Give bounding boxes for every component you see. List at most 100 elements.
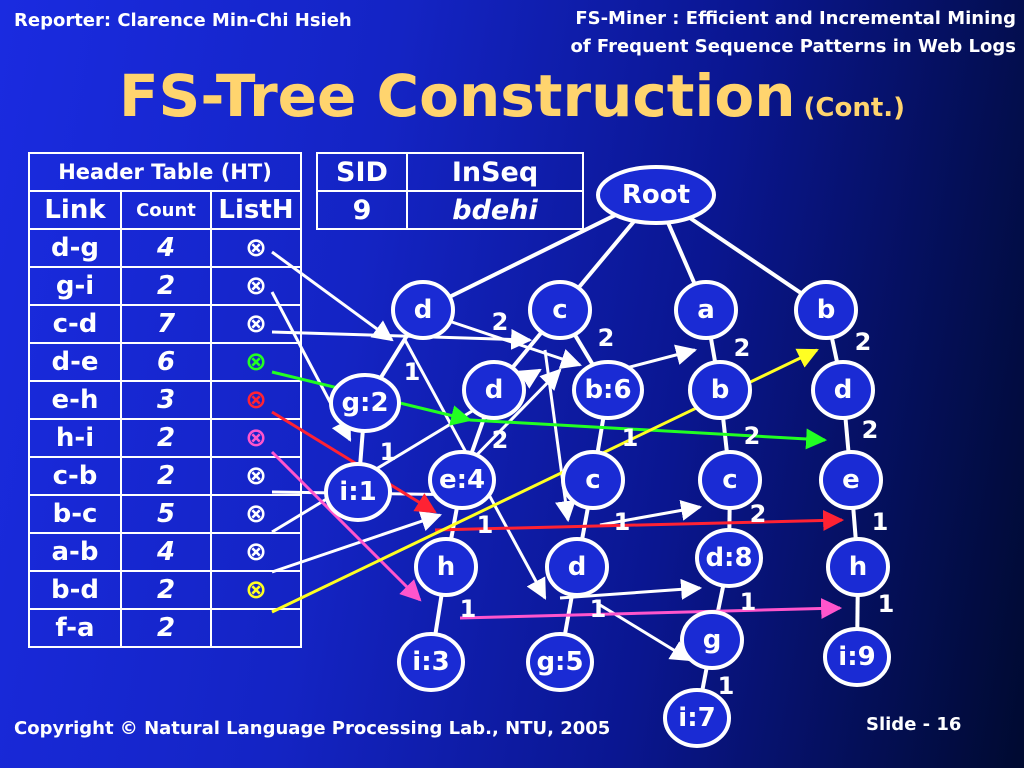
node-label: c [552,295,567,325]
header-table-caption: Header Table (HT) [28,152,302,192]
column-header-inseq: InSeq [406,152,584,192]
edge-count-label: 2 [750,500,767,528]
paper-title: FS-Miner : Efficient and Incremental Min… [456,5,1016,61]
node-label: g:2 [341,388,388,418]
listh-pointer-icon: ⊗ [210,494,302,534]
node-circle [397,632,465,692]
link-cell: c-b [28,456,122,496]
tree-node-i1: i:1 [324,462,392,522]
paper-title-line1: FS-Miner : Efficient and Incremental Min… [575,8,1016,29]
node-circle [596,165,716,225]
column-header-sid: SID [316,152,408,192]
node-label: i:1 [339,477,376,507]
listh-pointer-icon: ⊗ [210,304,302,344]
node-label: d [485,375,504,405]
column-header-listh: ListH [210,190,302,230]
tree-node-c3: c [698,450,762,510]
count-cell: 2 [120,456,212,496]
node-circle [663,688,731,748]
node-circle [561,450,625,510]
tree-node-i9: i:9 [823,627,891,687]
node-circle [428,450,496,510]
count-cell: 4 [120,532,212,572]
tree-node-h1: h [414,537,478,597]
edge-count-label: 1 [380,438,397,466]
node-label: a [697,295,715,325]
tree-node-i3: i:3 [397,632,465,692]
node-label: i:3 [412,647,449,677]
node-circle [811,360,875,420]
sid-cell: 9 [316,190,408,230]
tree-node-e2: e [819,450,883,510]
edge-count-label: 1 [878,590,895,618]
tree-node-c2: c [561,450,625,510]
tree-node-i7: i:7 [663,688,731,748]
node-label: h [437,552,456,582]
edge-count-label: 1 [590,595,607,623]
tree-node-d3: d [811,360,875,420]
node-label: d [568,552,587,582]
count-cell: 2 [120,608,212,648]
node-label: h [849,552,868,582]
link-cell: c-d [28,304,122,344]
tree-node-d1: d [391,280,455,340]
link-cell: g-i [28,266,122,306]
edge-count-label: 2 [598,324,615,352]
edge-count-label: 2 [492,426,509,454]
node-link-arrow [271,410,437,514]
node-label: g:5 [536,647,583,677]
link-cell: f-a [28,608,122,648]
count-cell: 6 [120,342,212,382]
node-circle [695,528,763,588]
node-circle [819,450,883,510]
node-circle [794,280,858,340]
node-circle [391,280,455,340]
tree-node-b2: b [688,360,752,420]
node-link-arrow [270,450,422,602]
node-circle [688,360,752,420]
column-header-count: Count [120,190,212,230]
listh-pointer-icon: ⊗ [210,266,302,306]
node-label: b [711,375,730,405]
slide-title-suffix: (Cont.) [803,93,906,123]
count-cell: 2 [120,570,212,610]
node-circle [698,450,762,510]
tree-node-root: Root [596,165,716,225]
node-link-arrow [459,598,843,620]
tree-node-g1: g [680,610,744,670]
edge-count-label: 1 [614,508,631,536]
listh-pointer-icon: ⊗ [210,418,302,458]
reporter-label: Reporter: Clarence Min-Chi Hsieh [14,10,352,31]
count-cell: 3 [120,380,212,420]
link-cell: e-h [28,380,122,420]
column-header-link: Link [28,190,122,230]
node-label: d [414,295,433,325]
count-cell: 7 [120,304,212,344]
node-link-arrow [439,316,582,369]
count-cell: 2 [120,266,212,306]
tree-node-h2: h [826,537,890,597]
node-circle [545,537,609,597]
copyright-text: Copyright © Natural Language Processing … [14,718,611,739]
slide-title-main: FS-Tree Construction [118,62,796,130]
link-cell: b-c [28,494,122,534]
node-circle [826,537,890,597]
slide-title: FS-Tree Construction(Cont.) [0,62,1024,130]
tree-node-g2: g:2 [329,373,401,433]
tree-node-b6: b:6 [572,360,644,420]
link-cell: a-b [28,532,122,572]
node-link-arrow [271,328,533,350]
listh-pointer-icon: ⊗ [210,456,302,496]
edge-count-label: 2 [492,308,509,336]
